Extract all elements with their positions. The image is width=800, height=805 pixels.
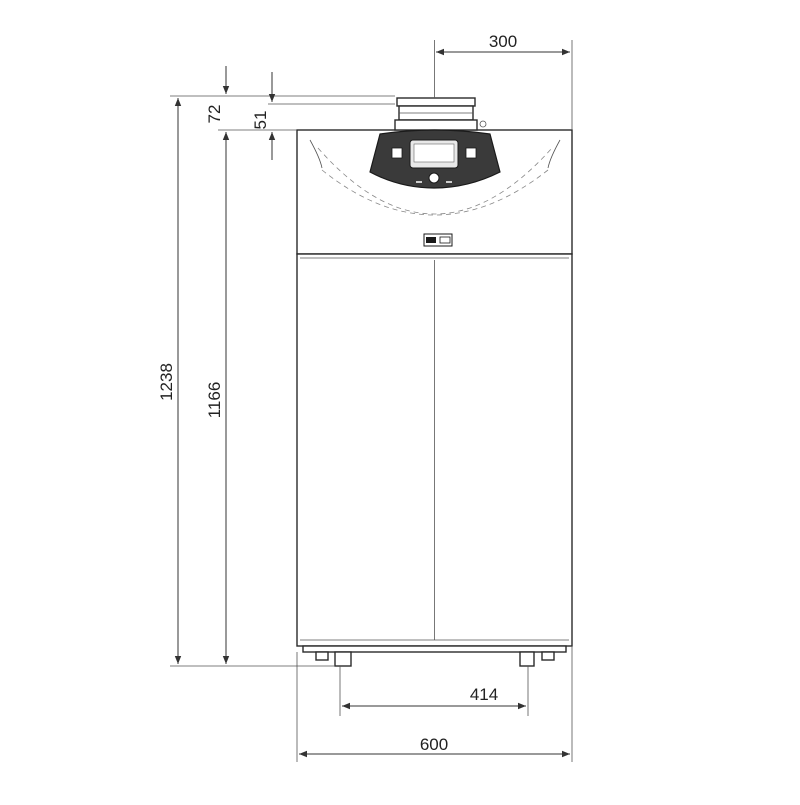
boiler-feet: [315, 651, 555, 667]
decor-curve-right: [547, 139, 561, 169]
control-button-right: [465, 147, 477, 159]
boiler-casing: [296, 129, 573, 653]
foot-left: [334, 651, 352, 667]
flue-test-port: [479, 120, 487, 128]
badge-mark-outline: [439, 236, 451, 244]
control-panel: [369, 129, 501, 189]
label-600: 600: [420, 735, 448, 754]
flue-outlet: [394, 97, 487, 131]
extension-lines: [170, 40, 573, 762]
decor-arc-outer: [317, 147, 553, 215]
display-lcd: [413, 143, 455, 163]
foot-right: [519, 651, 535, 667]
dimension-labels: 300 414 600 1238 1166 72 51: [157, 32, 517, 754]
label-1238: 1238: [157, 363, 176, 401]
control-button-left: [391, 147, 403, 159]
label-1166: 1166: [205, 382, 224, 419]
foot-right-outer: [541, 651, 555, 661]
label-414: 414: [470, 685, 498, 704]
panel-decoration: [309, 139, 561, 216]
dimension-lines: [174, 48, 570, 758]
flue-base: [394, 119, 478, 131]
brand-badge: [423, 233, 453, 247]
label-51: 51: [251, 111, 270, 130]
control-knob: [428, 172, 440, 184]
decor-curve-left: [309, 139, 323, 169]
flue-collar-top: [396, 97, 476, 107]
badge-mark: [426, 237, 436, 243]
foot-left-outer: [315, 651, 329, 661]
label-300: 300: [489, 32, 517, 51]
label-72: 72: [205, 105, 224, 124]
base-plinth: [302, 645, 567, 653]
